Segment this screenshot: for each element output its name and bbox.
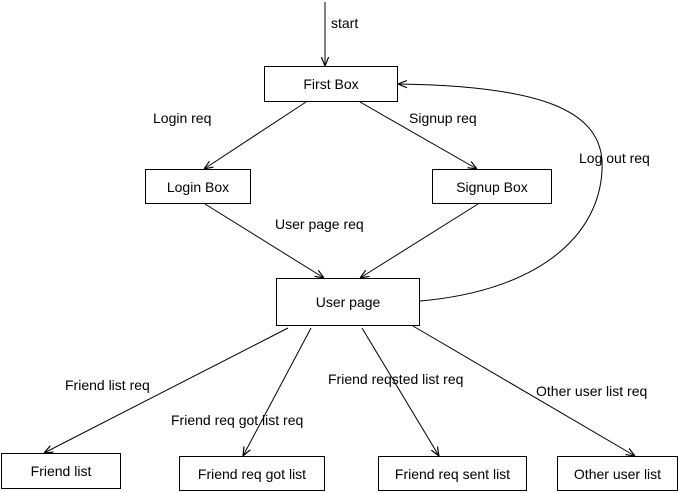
edge-signup-req <box>359 101 477 169</box>
first-box-node: First Box <box>264 66 398 102</box>
edge-friend-req-got-list-req <box>243 327 312 456</box>
login-req-label: Login req <box>153 110 212 126</box>
edge-other-user-list-req <box>412 325 635 456</box>
other-user-list-req-label: Other user list req <box>536 383 648 399</box>
signup-req-label: Signup req <box>409 110 477 126</box>
edge-friend-list-req <box>44 327 289 453</box>
edge-login-req <box>204 101 307 169</box>
edge-signup-to-user-page <box>360 203 479 278</box>
log-out-req-label: Log out req <box>579 150 650 166</box>
edge-log-out-req <box>398 84 603 302</box>
signup-box-node: Signup Box <box>432 169 552 204</box>
start-label: start <box>331 15 359 31</box>
friend-reqsted-list-req-label: Friend reqsted list req <box>328 371 464 387</box>
friend-req-sent-list-node: Friend req sent list <box>378 456 527 491</box>
friend-list-req-label: Friend list req <box>65 377 150 393</box>
friend-req-got-list-req-label: Friend req got list req <box>171 412 304 428</box>
other-user-list-node: Other user list <box>557 456 678 491</box>
friend-list-node: Friend list <box>1 453 121 489</box>
login-box-node: Login Box <box>145 169 251 204</box>
friend-req-got-list-node: Friend req got list <box>179 456 325 491</box>
user-page-req-label: User page req <box>275 216 364 232</box>
user-page-node: User page <box>276 278 420 326</box>
edge-friend-reqsted-list-req <box>361 327 439 456</box>
edge-login-to-user-page <box>204 203 324 278</box>
